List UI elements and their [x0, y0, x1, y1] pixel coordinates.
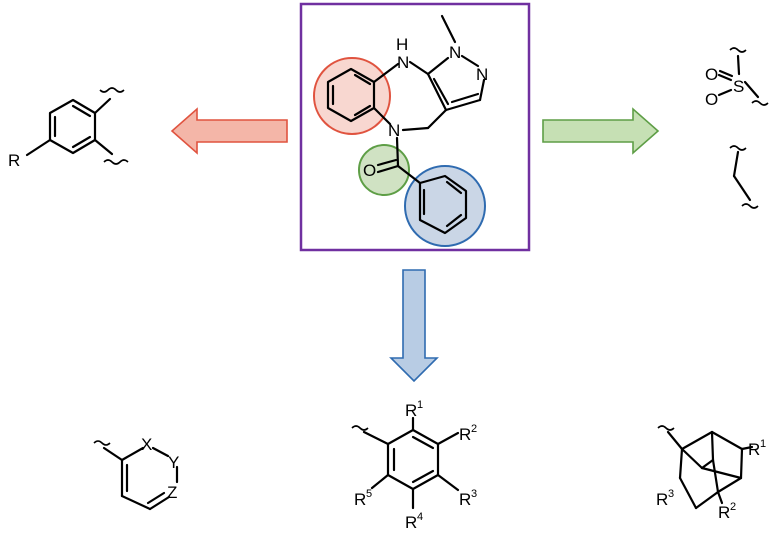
phenyl-r1-sup: 1 [417, 399, 423, 411]
core-carbonyl-o: O [363, 161, 376, 180]
adamantyl-r2: R [718, 503, 730, 522]
left-fragment: R [8, 87, 129, 170]
benzo-ring-highlight [313, 57, 391, 135]
core-pyrazole-n1: N [449, 43, 461, 62]
pyrazole-ring [426, 14, 486, 112]
phenyl-r4: R [405, 513, 417, 532]
adamantyl-fragment: R 1 R 2 R 3 [656, 425, 766, 522]
sulfonyl-s: S [733, 77, 744, 96]
substituted-phenyl-fragment: R 1 R 2 R 3 R 4 R 5 [351, 399, 477, 532]
arrow-right [542, 107, 660, 155]
sulfonyl-fragment: S O O [705, 47, 769, 109]
phenyl-r4-sup: 4 [417, 511, 423, 523]
heteroaryl-x: X [141, 435, 152, 454]
heteroaryl-fragment: X Y Z [93, 435, 179, 511]
phenyl-r2: R [459, 425, 471, 444]
core-nh-h: H [396, 35, 408, 54]
phenyl-r5-sup: 5 [366, 488, 372, 500]
phenyl-r2-sup: 2 [471, 423, 477, 435]
sulfonyl-o-bottom: O [705, 90, 718, 109]
left-r-label: R [8, 151, 20, 170]
adamantyl-r1: R [748, 440, 760, 459]
core-nh-n: N [397, 53, 409, 72]
phenyl-ring-highlight [404, 165, 486, 247]
heteroaryl-z: Z [167, 483, 177, 502]
sulfonyl-o-top: O [705, 65, 718, 84]
adamantyl-r1-sup: 1 [760, 438, 766, 450]
arrow-down [389, 269, 439, 383]
adamantyl-r2-sup: 2 [730, 501, 736, 513]
core-pyrazole-n2: N [476, 65, 488, 84]
adamantyl-r3: R [656, 490, 668, 509]
phenyl-r3-sup: 3 [471, 488, 477, 500]
adamantyl-r3-sup: 3 [668, 488, 674, 500]
phenyl-r5: R [354, 490, 366, 509]
ethylene-linker-fragment [729, 145, 759, 209]
core-amide-n: N [388, 121, 400, 140]
arrow-left [170, 107, 288, 155]
phenyl-ring [418, 174, 468, 235]
phenyl-r3: R [459, 490, 471, 509]
heteroaryl-y: Y [168, 453, 179, 472]
phenyl-r1: R [405, 401, 417, 420]
